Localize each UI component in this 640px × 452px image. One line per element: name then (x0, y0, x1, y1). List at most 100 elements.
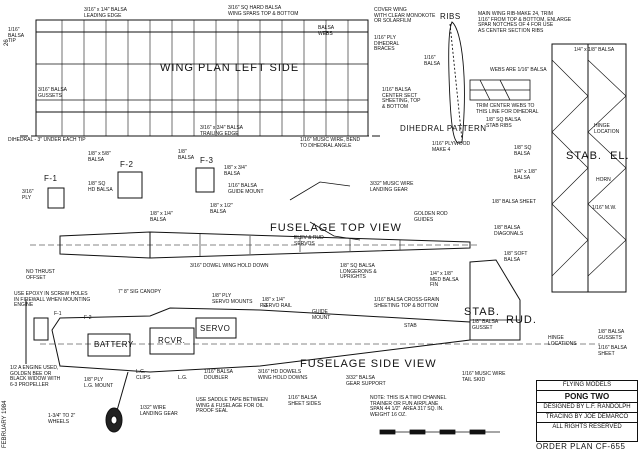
wing-plan (20, 19, 380, 137)
label-tip-balsa: 1/16" BALSA TIP (8, 27, 25, 45)
plane-name: PONG TWO (537, 391, 637, 403)
label-saddle-tape: USE SADDLE TAPE BETWEEN WING & FUSELAGE … (196, 397, 268, 415)
rib-drawing (448, 21, 465, 144)
label-rib-note: MAIN WING RIB-MAKE 24, TRIM 1/16" FROM T… (478, 11, 572, 34)
label-dihedral-tip: DIHEDRAL - 3" UNDER EACH TIP (8, 137, 86, 143)
label-hd-dowels: 3/16" HD DOWELS WING HOLD DOWNS (258, 369, 308, 381)
label-wing-spars: 3/16" SQ HARD BALSA WING SPARS TOP & BOT… (228, 5, 299, 17)
rights-notice: ALL RIGHTS RESERVED (552, 424, 622, 430)
label-dihedral-braces: 1/16" PLY DIHEDRAL BRACES (374, 35, 400, 53)
label-epoxy: USE EPOXY IN SCREW HOLES IN FIREWALL WHE… (14, 291, 91, 309)
label-f2-mark: F-2 (84, 315, 92, 321)
label-plywood-make4: 1/16" PLYWOOD MAKE 4 (432, 141, 471, 153)
label-dowel: 3/16" DOWEL WING HOLD DOWN (190, 263, 269, 269)
formers (47, 167, 215, 209)
label-qq-balsa: 1/4" x 1/8" BALSA (514, 169, 537, 181)
label-music-wire-mw: 1/16" M.W. (592, 205, 617, 211)
label-hinge-locations: HINGE LOCATIONS (548, 335, 577, 347)
label-engine: 1/2 A ENGINE USED, GOLDEN BEE OR BLACK W… (10, 365, 61, 388)
rudder-title: RUD. (506, 314, 537, 326)
label-fin: 1/4" x 1/8" MED BALSA FIN (430, 271, 459, 289)
scale-bar (379, 429, 500, 435)
label-elev-rud-servos: ELEV & RUD SERVOS (294, 235, 324, 247)
label-webs-balsa: WEBS ARE 1/16" BALSA (490, 67, 547, 73)
battery-label: BATTERY (94, 340, 134, 349)
label-half-balsa: 1/8" x 1/2" BALSA (210, 203, 233, 215)
label-center-sheeting: 1/16" BALSA CENTER SECT SHEETING, TOP & … (382, 87, 421, 110)
fuselage-top (30, 231, 480, 259)
label-longerons: 1/8" SQ BALSA LONGERONS & UPRIGHTS (340, 263, 377, 281)
label-lg-clips: L.G. CLIPS (136, 369, 151, 381)
label-stab-ribs: 1/8" SQ BALSA STAB RIBS (486, 117, 521, 129)
label-doubler: 1/16" BALSA DOUBLER (204, 369, 234, 381)
label-gear-support: 3/32" BALSA GEAR SUPPORT (346, 375, 386, 387)
label-gussets-right: 1/8" BALSA GUSSETS (598, 329, 625, 341)
label-f3-balsa: 1/8" x 3/4" BALSA (224, 165, 247, 177)
label-f1-ply: 3/16" PLY (22, 189, 34, 201)
music-wire-gear (289, 181, 361, 241)
issue-date: FEBRUARY 1984 (2, 400, 8, 448)
label-lg: L.G. (178, 375, 188, 381)
label-cross-grain: 1/16" BALSA CROSS-GRAIN SHEETING TOP & B… (374, 297, 440, 309)
label-servo-rail: 1/8" x 1/4" SERVO RAIL (262, 297, 292, 309)
label-f2-balsa: 1/8" x 5/8" BALSA (88, 151, 111, 163)
label-stab-gusset: 1/8" BALSA GUSSET (472, 319, 499, 331)
wing-plan-title: WING PLAN LEFT SIDE (160, 62, 300, 74)
label-f1-mark: F-1 (54, 311, 62, 317)
former-f1-title: F-1 (44, 174, 58, 183)
label-horn: HORN (596, 177, 611, 183)
label-wheels: 1-3/4" TO 2" WHEELS (48, 413, 76, 425)
label-guide-mt: GUIDE MOUNT (312, 309, 331, 321)
label-sheet-balsa: 1/8" BALSA SHEET (492, 199, 537, 205)
stab-side-title: STAB. (464, 306, 500, 318)
label-golden-rod: GOLDEN ROD GUIDES (414, 211, 448, 223)
label-hinge-location: HINGE LOCATION (594, 123, 620, 135)
label-trailing-edge: 3/16" x 3/4" BALSA TRAILING EDGE (200, 125, 244, 137)
label-f3-balsa2: 1/8" BALSA (178, 149, 195, 161)
label-no-thrust: NO THRUST OFFSET (26, 269, 56, 281)
fuselage-side-title: FUSELAGE SIDE VIEW (300, 358, 437, 370)
label-rib-balsa: 1/16" BALSA (424, 55, 441, 67)
label-balsa-sheet-right: 1/16" BALSA SHEET (598, 345, 628, 357)
label-stab-mark: STAB (404, 323, 417, 329)
label-guide-mount: 1/16" BALSA GUIDE MOUNT (228, 183, 264, 195)
label-music-wire-dihedral: 1/16" MUSIC WIRE, BEND TO DIHEDRAL ANGLE (300, 137, 361, 149)
label-gussets: 3/16" BALSA GUSSETS (38, 87, 68, 99)
former-f2-title: F-2 (120, 160, 134, 169)
engine (25, 300, 49, 364)
label-sq-balsa: 1/8" SQ BALSA (514, 145, 532, 157)
title-block: FLYING MODELS PONG TWO DESIGNED BY L.F. … (536, 380, 638, 442)
dihedral-webs (469, 79, 531, 101)
label-balsa-webs: BALSA WEBS (318, 25, 335, 37)
stabilizer-plan (551, 43, 627, 293)
label-sq-hd-balsa: 1/8" SQ HD BALSA (88, 181, 113, 193)
servo-label: SERVO (200, 324, 231, 333)
designer-credit: DESIGNED BY L.F. RANDOLPH (537, 403, 637, 413)
label-canopy: 7" 8" SIG CANOPY (118, 289, 162, 295)
label-f3-mark: F-3 (260, 303, 268, 309)
label-tail-skid: 1/16" MUSIC WIRE TAIL SKID (462, 371, 506, 383)
label-music-wire-gear: 3/32" MUSIC WIRE LANDING GEAR (370, 181, 414, 193)
order-plan: ORDER PLAN CF-655 (536, 442, 626, 451)
fuselage-top-title: FUSELAGE TOP VIEW (270, 222, 402, 234)
label-sheet-sides: 1/16" BALSA SHEET SIDES (288, 395, 321, 407)
dihedral-pattern-title: DIHEDRAL PATTERN (400, 124, 487, 133)
former-f3-title: F-3 (200, 156, 214, 165)
label-note: NOTE: THIS IS A TWO CHANNEL TRAINER OR F… (370, 395, 447, 418)
ribs-title: RIBS (440, 12, 461, 21)
label-wire-gear: 1/32" WIRE LANDING GEAR (140, 405, 178, 417)
label-soft-balsa: 1/8" SOFT BALSA (504, 251, 528, 263)
label-ply-servo: 1/8" PLY SERVO MOUNTS (212, 293, 253, 305)
label-diagonals: 1/8" BALSA DIAGONALS (494, 225, 524, 237)
stab-el-title: STAB. EL. (566, 150, 630, 162)
label-ply-mount: 1/8" PLY L.G. MOUNT (84, 377, 114, 389)
fuselage-side (40, 259, 600, 373)
label-leading-edge: 3/16" x 1/4" BALSA LEADING EDGE (84, 7, 128, 19)
landing-gear (105, 371, 129, 433)
magazine-name: FLYING MODELS (537, 381, 637, 391)
label-quarter-balsa: 1/8" x 1/4" BALSA (150, 211, 173, 223)
label-stab-top: 1/4" x 1/8" BALSA (574, 47, 615, 53)
label-trim-webs: TRIM CENTER WEBS TO THIS LINE FOR DIHEDR… (476, 103, 539, 115)
receiver-label: RCVR. (158, 336, 186, 345)
